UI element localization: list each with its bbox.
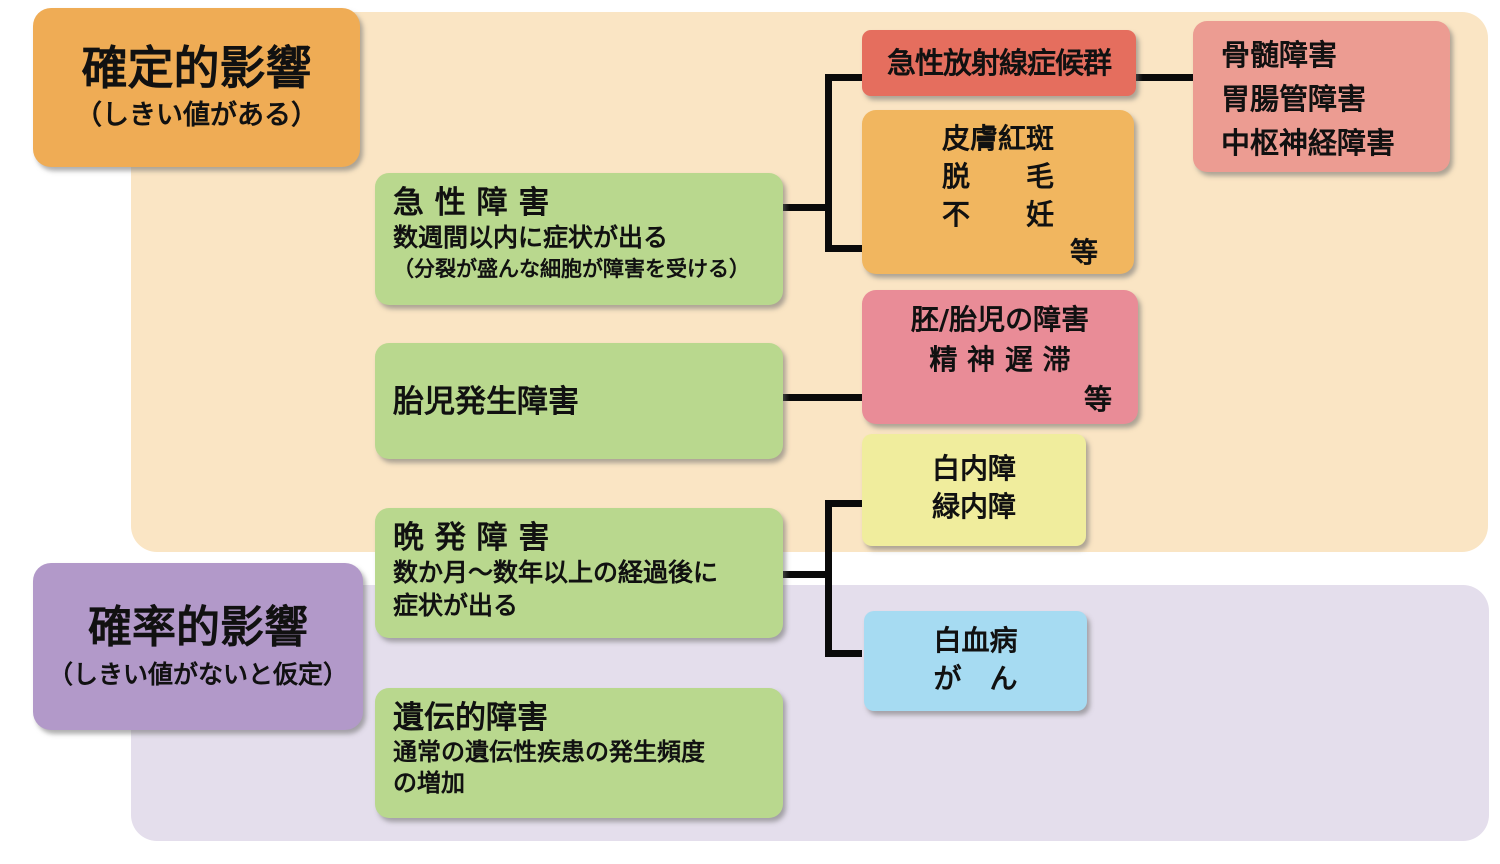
cancer-box: 白血病 が ん [864, 611, 1087, 711]
stochastic-title: 確率的影響 [88, 601, 308, 653]
acute-radiation-syndrome-label: 急性放射線症候群 [886, 45, 1112, 80]
connector-late-stub [783, 571, 828, 578]
connector-late-to-eye [829, 500, 862, 507]
eye-disorder-box: 白内障 緑内障 [862, 434, 1086, 546]
genetic-disorder-desc-line1: 通常の遺伝性疾患の発生頻度 [393, 738, 705, 767]
acute-disorder-box: 急 性 障 害 数週間以内に症状が出る （分裂が盛んな細胞が障害を受ける） [375, 173, 783, 305]
acute-radiation-syndrome-box: 急性放射線症候群 [862, 30, 1136, 96]
glaucoma-label: 緑内障 [931, 490, 1016, 523]
skin-symptom-sterility: 不 妊 [941, 198, 1054, 231]
cancer-label: が ん [933, 662, 1018, 695]
ars-detail-box: 骨髄障害 胃腸管障害 中枢神経障害 [1193, 21, 1450, 172]
leukemia-label: 白血病 [933, 624, 1018, 657]
genetic-disorder-title: 遺伝的障害 [393, 700, 548, 736]
connector-fetal-to-embryo [783, 394, 862, 401]
late-onset-disorder-title: 晩 発 障 害 [393, 520, 550, 556]
acute-disorder-desc: 数週間以内に症状が出る [393, 223, 669, 253]
deterministic-title: 確定的影響 [81, 41, 312, 96]
genetic-disorder-box: 遺伝的障害 通常の遺伝性疾患の発生頻度 の増加 [375, 688, 783, 818]
skin-symptom-etc: 等 [1069, 236, 1098, 269]
skin-symptoms-box: 皮膚紅斑 脱 毛 不 妊 等 [862, 110, 1134, 274]
connector-acute-to-skin [829, 245, 862, 252]
gi-tract-disorder-label: 胃腸管障害 [1221, 82, 1367, 116]
connector-acute-to-ars [829, 74, 862, 81]
cataract-label: 白内障 [931, 452, 1016, 485]
skin-symptom-hair-loss: 脱 毛 [941, 160, 1054, 193]
connector-late-to-cancer [829, 650, 862, 657]
late-onset-disorder-box: 晩 発 障 害 数か月～数年以上の経過後に 症状が出る [375, 508, 783, 638]
late-onset-disorder-desc-line1: 数か月～数年以上の経過後に [393, 558, 719, 588]
mental-retardation-label: 精 神 遅 滞 [929, 343, 1071, 376]
deterministic-subtitle: （しきい値がある） [75, 100, 318, 132]
embryo-fetus-disorder-box: 胚/胎児の障害 精 神 遅 滞 等 [862, 290, 1138, 424]
skin-symptom-erythema: 皮膚紅斑 [941, 122, 1054, 155]
acute-disorder-note: （分裂が盛んな細胞が障害を受ける） [393, 256, 750, 281]
fetal-development-disorder-title: 胎児発生障害 [393, 384, 579, 421]
embryo-fetus-disorder-label: 胚/胎児の障害 [910, 303, 1090, 336]
stochastic-subtitle: （しきい値がないと仮定） [47, 660, 348, 690]
connector-late-vertical [825, 500, 832, 657]
fetal-development-disorder-box: 胎児発生障害 [375, 343, 783, 459]
connector-ars-to-marrow [1136, 74, 1193, 81]
late-onset-disorder-desc-line2: 症状が出る [393, 590, 519, 620]
connector-acute-vertical [825, 74, 832, 252]
genetic-disorder-desc-line2: の増加 [393, 769, 465, 798]
embryo-etc: 等 [1083, 383, 1112, 416]
bone-marrow-disorder-label: 骨髄障害 [1221, 38, 1338, 72]
cns-disorder-label: 中枢神経障害 [1221, 126, 1396, 160]
connector-acute-stub [783, 204, 828, 211]
acute-disorder-title: 急 性 障 害 [393, 185, 550, 221]
deterministic-effects-box: 確定的影響 （しきい値がある） [33, 8, 360, 167]
stochastic-effects-box: 確率的影響 （しきい値がないと仮定） [33, 563, 363, 730]
